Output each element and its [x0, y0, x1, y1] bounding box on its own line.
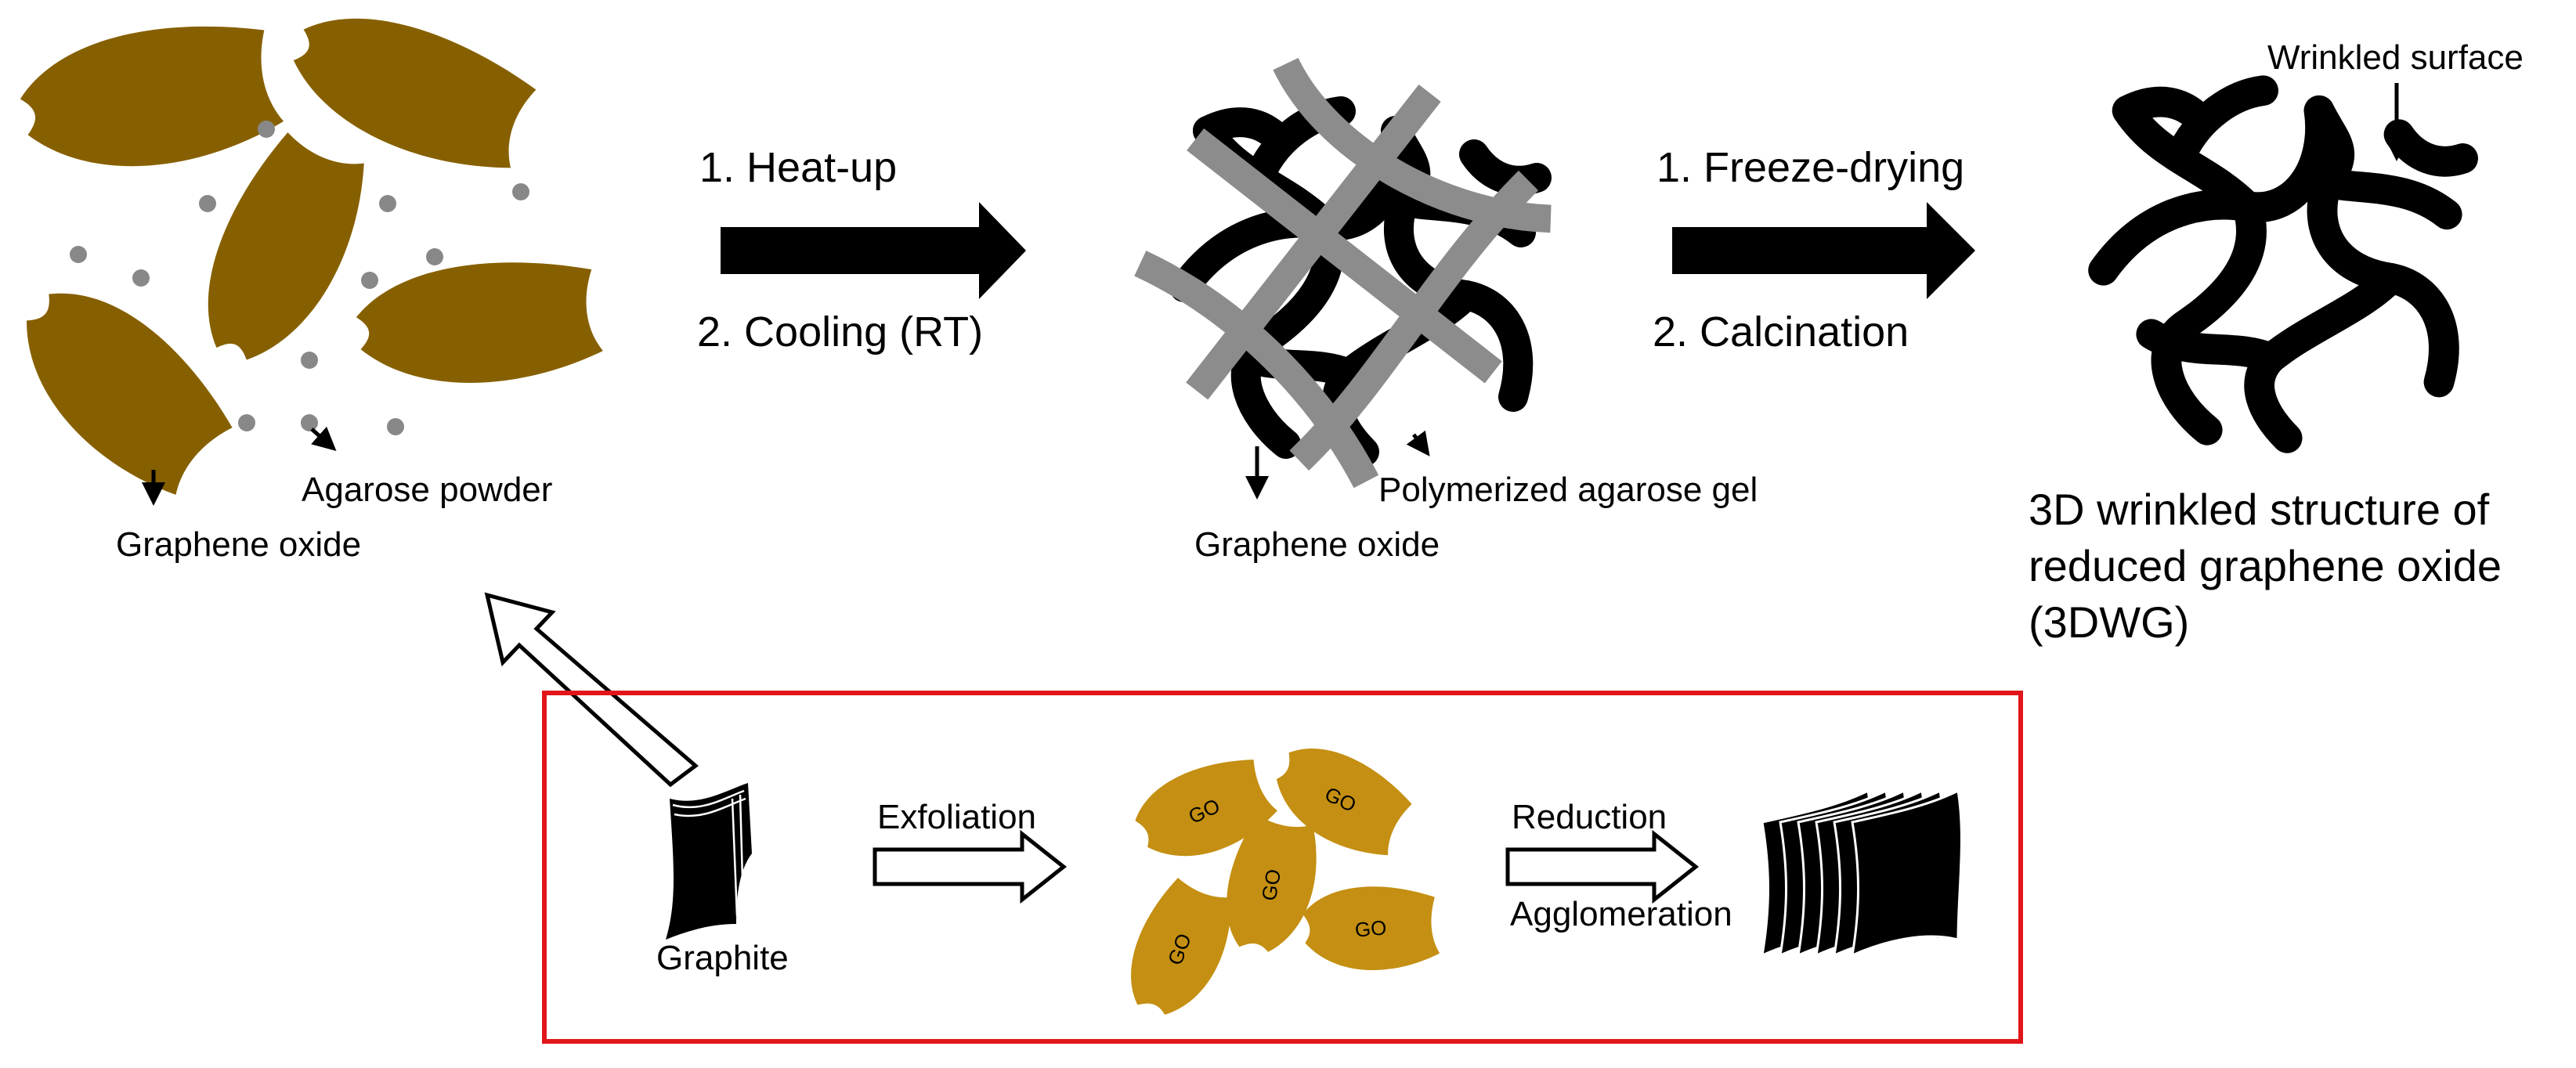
- agarose-powder-label: Agarose powder: [302, 471, 552, 509]
- graphite-label: Graphite: [656, 939, 789, 977]
- graphene-oxide-preparation-inset: Graphite Exfoliation GO GO GO GO: [542, 691, 2023, 1044]
- graphene-oxide-sheets: [0, 0, 605, 508]
- step1-group: 1. Heat-up 2. Cooling (RT): [697, 144, 1026, 355]
- agarose-dot: [301, 414, 318, 431]
- agarose-dot: [238, 414, 255, 431]
- agarose-dot: [361, 272, 378, 289]
- exfoliation-arrow: [873, 829, 1068, 904]
- go-flake: GO: [1125, 745, 1283, 878]
- step1-arrow: [721, 202, 1026, 299]
- go-flake: GO: [1117, 872, 1242, 1027]
- go-sheet: [11, 6, 287, 192]
- product-title-line3: (3DWG): [2029, 597, 2189, 647]
- step2-arrow: [1672, 202, 1975, 299]
- go-sheet: [351, 248, 605, 400]
- go-flake: GO: [1300, 880, 1441, 976]
- exfoliation-label: Exfoliation: [877, 798, 1036, 836]
- agarose-dot: [258, 121, 275, 138]
- agarose-dot: [132, 269, 150, 287]
- step1-line1: 1. Heat-up: [699, 144, 897, 191]
- graphite-icon: [666, 783, 752, 940]
- go-flake: GO: [1262, 733, 1419, 866]
- agglomeration-label: Agglomeration: [1510, 895, 1732, 933]
- agglomerated-rgo-sheets: [1761, 788, 1963, 958]
- step2-line1: 1. Freeze-drying: [1657, 144, 1964, 191]
- agarose-dot: [70, 246, 87, 263]
- polymerized-gel-label: Polymerized agarose gel: [1378, 471, 1758, 509]
- agarose-dot: [387, 418, 404, 435]
- network-gray-agarose: [1134, 57, 1552, 489]
- gel-agarose-pointer: [1406, 430, 1430, 456]
- agarose-dot: [379, 195, 396, 212]
- inset-frame: [542, 691, 2023, 1044]
- go-flake-text: GO: [1354, 915, 1388, 941]
- go-sheet: [182, 124, 379, 379]
- agarose-pointer-arrow: [310, 426, 337, 451]
- agarose-gel-network: [1134, 57, 1605, 489]
- agarose-dot: [199, 195, 216, 212]
- reduction-arrow: [1505, 829, 1700, 904]
- agarose-dot: [301, 352, 318, 369]
- wrinkled-surface-label: Wrinkled surface: [2267, 38, 2524, 77]
- gel-go-label: Graphene oxide: [1194, 525, 1440, 564]
- step2-group: 1. Freeze-drying 2. Calcination: [1653, 144, 1975, 355]
- agarose-powder-dots: [70, 121, 529, 435]
- step1-line2: 2. Cooling (RT): [697, 308, 983, 355]
- mixture-group: Agarose powder Graphene oxide: [0, 0, 605, 564]
- mixture-go-label: Graphene oxide: [116, 525, 361, 564]
- inset-to-mixture-arrow: [484, 592, 699, 788]
- go-flake-text: GO: [1257, 868, 1286, 903]
- go-flakes: GO GO GO GO GO: [1117, 733, 1441, 1027]
- agarose-dot: [426, 248, 443, 265]
- step2-line2: 2. Calcination: [1653, 308, 1909, 355]
- agarose-dot: [512, 183, 529, 200]
- go-flake: GO: [1218, 812, 1324, 958]
- product-title-line2: reduced graphene oxide: [2029, 541, 2502, 590]
- product-title-line1: 3D wrinkled structure of: [2029, 485, 2490, 534]
- wrinkled-graphene-structure: [2104, 91, 2463, 438]
- reduction-label: Reduction: [1512, 798, 1667, 836]
